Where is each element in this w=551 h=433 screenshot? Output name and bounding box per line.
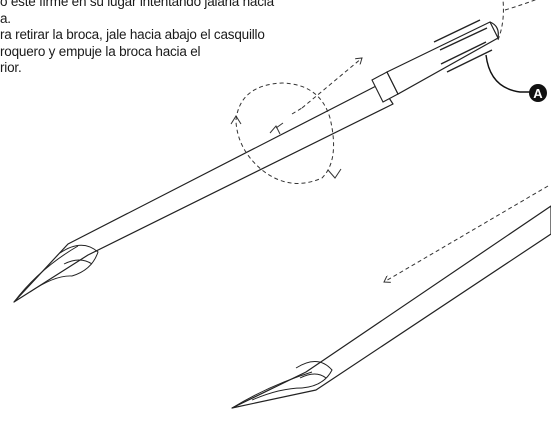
insert-direction-arrow: [301, 58, 362, 109]
rotation-arrow: [230, 82, 342, 184]
instruction-line: a.: [0, 10, 11, 26]
callout-letter: A: [533, 86, 543, 101]
chisel-bit-lower: [231, 205, 551, 409]
withdraw-direction-arrow: [384, 185, 549, 282]
callout-a: A: [485, 54, 547, 102]
instruction-text: o esté firme en su lugar intentando jala…: [0, 0, 360, 77]
instruction-line: roquero y empuje la broca hacia el: [0, 43, 201, 59]
instruction-line: o esté firme en su lugar intentando jala…: [0, 0, 274, 9]
chisel-bit-upper: [13, 19, 499, 303]
instruction-line: rior.: [0, 60, 22, 75]
instruction-line: ra retirar la broca, jale hacia abajo el…: [0, 27, 265, 42]
